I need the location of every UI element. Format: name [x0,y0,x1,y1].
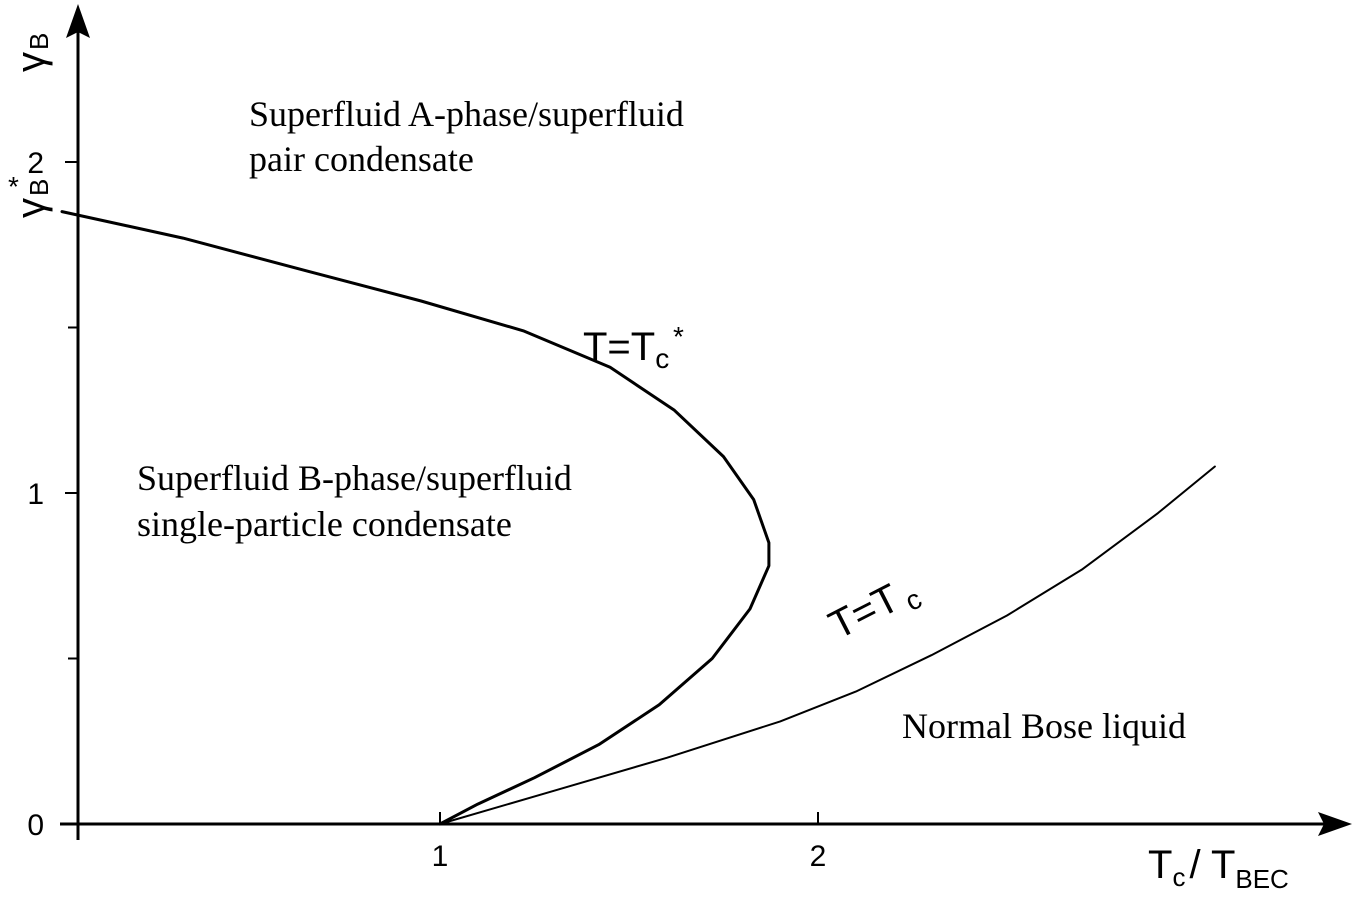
phase-a-label-line1: Superfluid A-phase/superfluid [249,94,684,134]
phase-b-label-line1: Superfluid B-phase/superfluid [137,458,572,498]
series-line-tc [439,465,1216,825]
x-tick-label: 1 [432,840,449,873]
y-special-tick-sup: * [8,171,19,202]
svg-text:γB: γB [9,33,54,72]
x-axis-title-main-sub: c [1172,862,1185,892]
y-axis-title-greek: γ [9,52,53,72]
x-axis-title-sep: / T [1189,843,1235,887]
y-special-tick-sub: B [24,179,54,196]
y-axis-title-sub: B [24,33,54,50]
normal-liquid-label: Normal Bose liquid [902,706,1186,746]
y-axis-arrow [66,4,90,38]
x-tick-label: 2 [810,840,827,873]
y-axis-title-group: γB [9,33,54,72]
svg-text:T=Tc: T=Tc [822,567,926,653]
ticks-group: 1 2 0 1 2 [27,147,826,873]
svg-text:γB: γB [9,179,54,218]
y-tick-label: 2 [27,147,44,180]
x-axis-title-main: T [1148,843,1172,887]
phase-b-label-line2: single-particle condensate [137,504,512,544]
series-label-tc-star-sub: c [655,343,669,374]
y-special-tick-group: γB [9,179,54,218]
series-line-tc-star [60,210,771,826]
curves-group [60,210,1216,826]
x-axis-title: Tc/ TBEC [1148,843,1289,894]
series-label-tc-group: T=Tc [822,567,926,653]
series-label-tc-main: T=T [822,576,906,648]
y-special-tick-greek: γ [9,198,53,218]
series-label-tc-star-main: T=T [583,325,655,369]
series-label-tc-star-sup: * [673,321,684,352]
y-tick-label: 0 [27,809,44,842]
x-axis-arrow [1318,812,1352,836]
series-label-tc-star: T=Tc [583,325,669,374]
x-axis-title-sep-sub: BEC [1235,864,1288,894]
phase-a-label-line2: pair condensate [249,139,474,179]
y-tick-label: 1 [27,478,44,511]
